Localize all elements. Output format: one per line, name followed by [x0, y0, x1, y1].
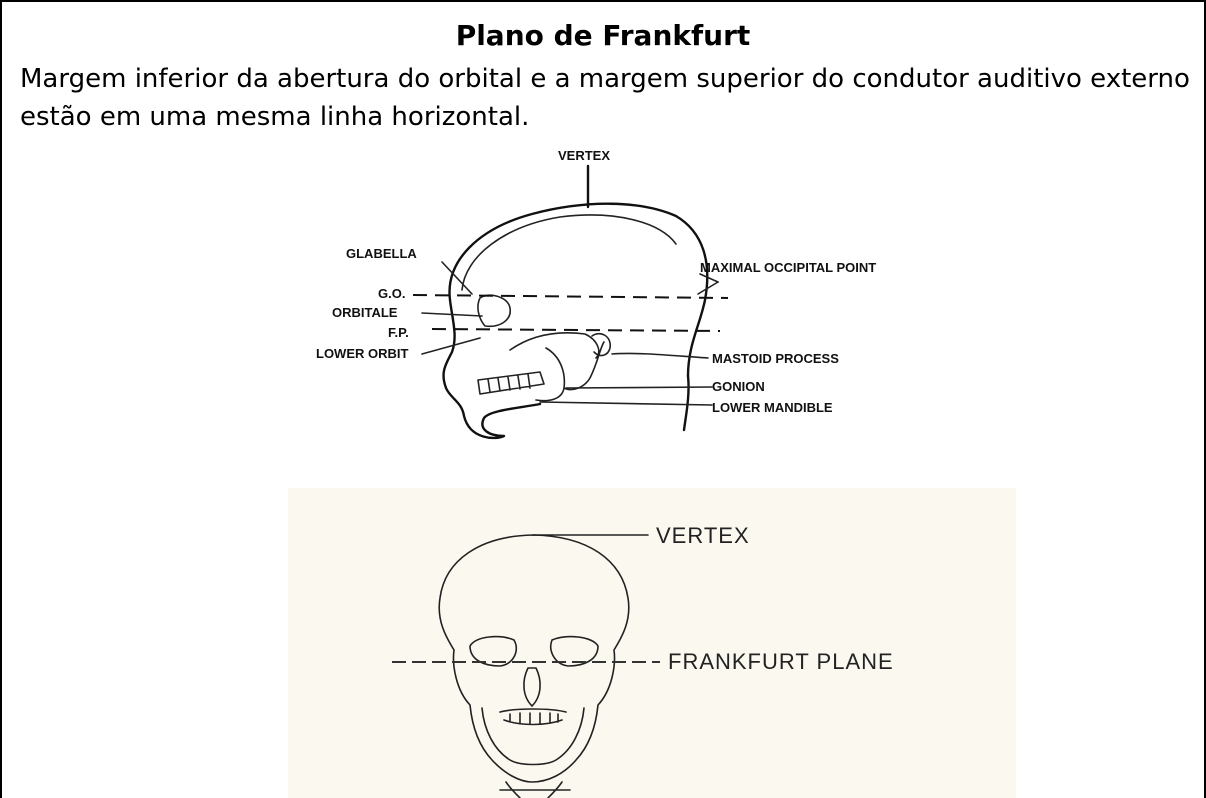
label-lower-orbit: LOWER ORBIT: [316, 346, 408, 361]
label-lower-mandible: LOWER MANDIBLE: [712, 400, 833, 415]
label-mastoid-process: MASTOID PROCESS: [712, 351, 839, 366]
mastoid-leader: [612, 353, 708, 358]
frontal-diagram-background: [288, 488, 1016, 798]
label-frankfurt-plane: FRANKFURT PLANE: [668, 649, 894, 674]
lateral-neck: [684, 376, 689, 430]
label-fp: F.P.: [388, 325, 409, 340]
frontal-skull-diagram: VERTEX FRANKFURT PLANE: [288, 488, 1016, 798]
label-gonion: GONION: [712, 379, 765, 394]
maximal-occipital-leader: [700, 274, 718, 282]
lateral-mastoid: [592, 334, 610, 356]
lateral-teeth: [478, 372, 544, 394]
lateral-cranium-inner: [462, 215, 676, 290]
lower-mandible-leader: [540, 402, 712, 405]
label-maximal-occipital-point: MAXIMAL OCCIPITAL POINT: [700, 260, 876, 275]
label-vertex-bottom: VERTEX: [656, 523, 750, 548]
gonion-leader: [566, 387, 712, 388]
label-go: G.O.: [378, 286, 405, 301]
label-vertex-top: VERTEX: [558, 148, 610, 163]
label-orbitale: ORBITALE: [332, 305, 398, 320]
label-glabella: GLABELLA: [346, 246, 417, 261]
lateral-skull-diagram: VERTEX GLABELLA G.O. ORBITALE F.P. LOWER…: [316, 148, 876, 438]
go-plane-dashed: [413, 295, 728, 298]
lateral-mandible: [536, 342, 604, 401]
lateral-orbit: [478, 295, 510, 326]
fp-plane-dashed: [432, 329, 720, 331]
glabella-leader: [442, 262, 472, 294]
